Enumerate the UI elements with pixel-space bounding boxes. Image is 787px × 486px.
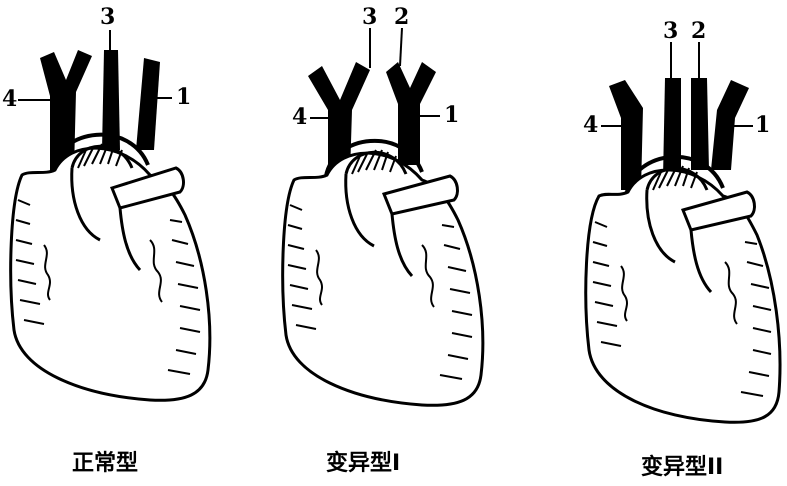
vessel-1 [136,58,160,150]
panel-variant-1: 3 2 4 1 变异型Ⅰ [270,0,532,486]
heart-outline [281,151,485,407]
caption-normal: 正常型 [72,451,139,476]
label-3: 3 [663,18,679,44]
vessel-3 [102,50,120,150]
heart-normal-illustration [9,30,212,402]
label-4: 4 [583,112,599,138]
heart-outline [9,146,212,402]
vessel-4 [40,50,92,170]
vessel-4 [308,62,370,175]
vessel-4 [609,80,643,190]
label-2: 2 [691,18,707,44]
panel-variant-2: 3 2 4 1 变异型II [525,0,787,486]
caption-variant-2: 变异型II [641,455,724,480]
label-1: 1 [176,84,192,110]
heart-outline [584,168,782,424]
label-4: 4 [2,86,18,112]
heart-variant-2-illustration [584,42,782,424]
label-1: 1 [755,112,771,138]
vessel-2 [691,78,709,170]
label-1: 1 [444,102,460,128]
label-3: 3 [100,4,116,30]
label-4: 4 [292,104,308,130]
panel-normal: 3 4 1 正常型 [0,0,262,486]
caption-variant-1: 变异型Ⅰ [326,451,401,476]
vessel-3 [663,78,681,178]
label-2: 2 [394,4,410,30]
vessel-1 [386,62,436,165]
vessel-1 [711,80,749,170]
label-3: 3 [362,4,378,30]
heart-variant-1-illustration [281,27,485,407]
